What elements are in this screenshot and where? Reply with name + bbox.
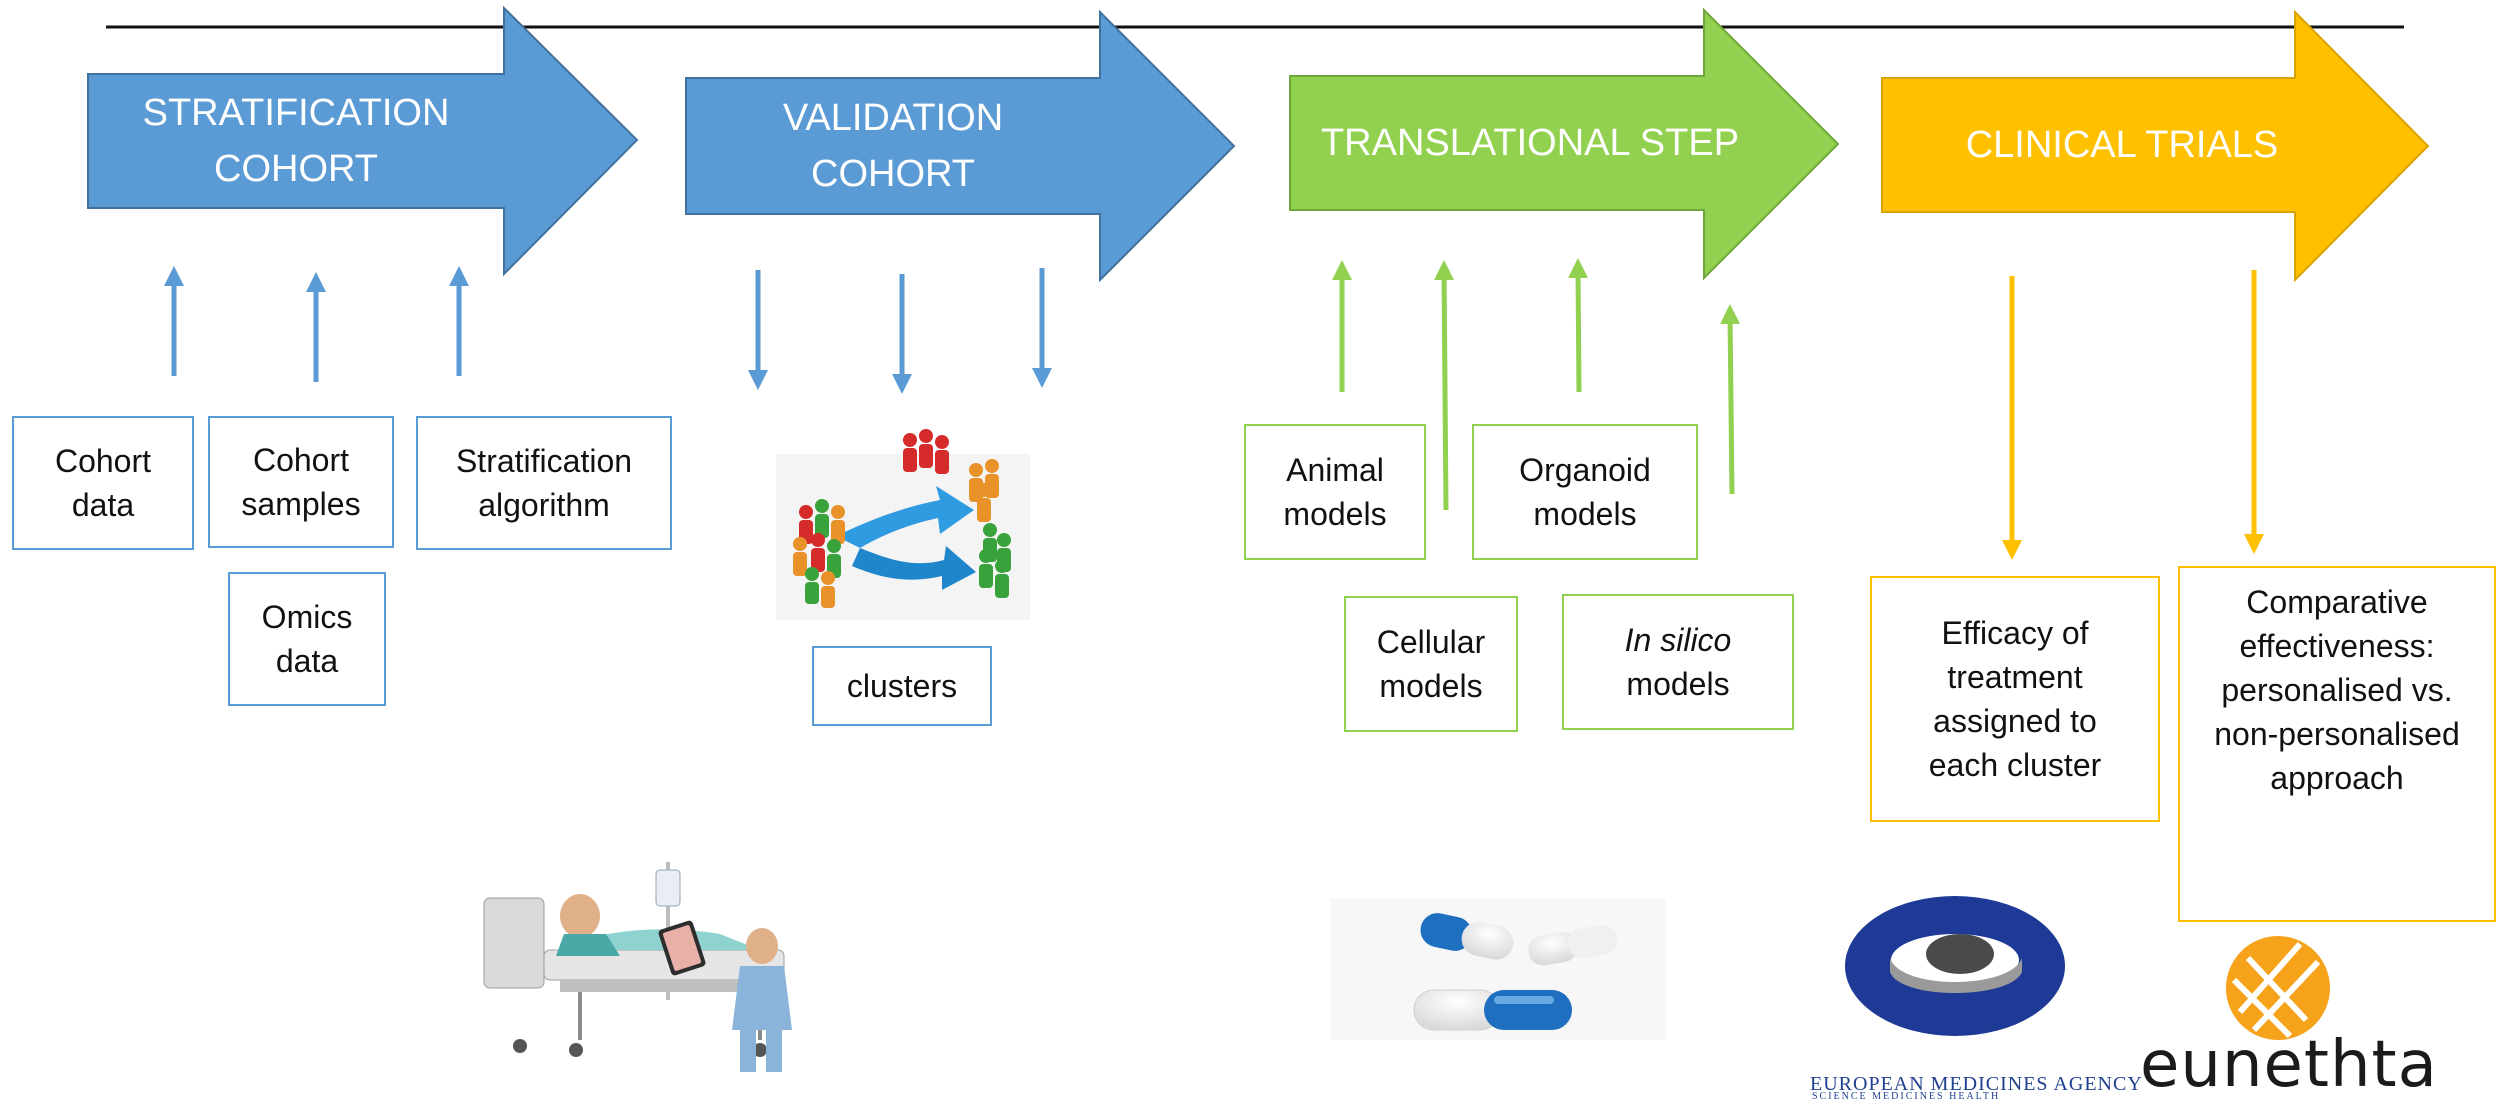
eunethta-logo-text: eunethta bbox=[2140, 1028, 2438, 1102]
stage-label-line: COHORT bbox=[214, 148, 378, 190]
stratification-algorithm-box: Stratification algorithm bbox=[416, 416, 672, 550]
box-text-line: personalised vs. bbox=[2221, 672, 2453, 708]
box-text-line: Cohort bbox=[54, 443, 152, 479]
box-text-line: Comparative bbox=[2246, 584, 2428, 620]
box-text-line: data bbox=[275, 643, 339, 679]
box-text-line: treatment bbox=[1947, 659, 2083, 695]
stage-label-validation: VALIDATION COHORT bbox=[686, 78, 1100, 214]
box-text-line: models bbox=[1283, 496, 1387, 532]
stratification-cohort-arrow bbox=[87, 5, 639, 277]
box-text-line: In silico bbox=[1624, 622, 1732, 658]
organoid-models-box: Organoid models bbox=[1472, 424, 1698, 560]
animal-models-box: Animal models bbox=[1244, 424, 1426, 560]
box-text-line: models bbox=[1379, 668, 1483, 704]
box-text-line: effectiveness: bbox=[2239, 628, 2435, 664]
clinical-trials-arrow bbox=[1881, 9, 2430, 283]
box-text-line: non-personalised bbox=[2214, 716, 2460, 752]
capsules-icon bbox=[1330, 898, 1666, 1040]
box-text-line: Efficacy of bbox=[1941, 615, 2089, 651]
box-text-line: data bbox=[71, 487, 135, 523]
omics-data-box: Omics data bbox=[228, 572, 386, 706]
ema-logo-icon bbox=[1845, 896, 2065, 1036]
validation-cohort-arrow bbox=[685, 9, 1236, 283]
ema-logo-name: EUROPEAN MEDICINES AGENCY bbox=[1810, 1073, 2143, 1095]
box-text-line: Omics bbox=[261, 599, 353, 635]
up-arrow-organoid-models bbox=[1568, 258, 1589, 393]
efficacy-box: Efficacy of treatment assigned to each c… bbox=[1870, 576, 2160, 822]
comparative-box: Comparative effectiveness: personalised … bbox=[2178, 566, 2496, 922]
up-arrow-cellular-models bbox=[1434, 260, 1455, 511]
box-text-line: approach bbox=[2270, 760, 2404, 796]
box-text-line: assigned to bbox=[1933, 703, 2097, 739]
eunethta-logo-icon bbox=[2226, 936, 2330, 1040]
box-text-line: Organoid bbox=[1519, 452, 1651, 488]
box-text-line: each cluster bbox=[1928, 747, 2102, 783]
stage-label-line: VALIDATION bbox=[782, 97, 1004, 139]
box-text-line: Cellular bbox=[1376, 624, 1486, 660]
box-text-line: samples bbox=[241, 486, 361, 522]
box-text-line: Cohort bbox=[252, 442, 350, 478]
stage-label-translational: TRANSLATIONAL STEP bbox=[1290, 76, 1770, 210]
box-text-line: models bbox=[1533, 496, 1637, 532]
cohort-data-box: Cohort data bbox=[12, 416, 194, 550]
stage-label-stratification: STRATIFICATION COHORT bbox=[88, 74, 504, 208]
up-arrow-in-silico-models bbox=[1720, 304, 1741, 495]
cohort-samples-box: Cohort samples bbox=[208, 416, 394, 548]
cellular-models-box: Cellular models bbox=[1344, 596, 1518, 732]
stage-label-line: COHORT bbox=[811, 153, 975, 195]
box-text-line: clusters bbox=[846, 668, 958, 704]
in-silico-models-box: In silico models bbox=[1562, 594, 1794, 730]
clusters-people-icon bbox=[776, 429, 1030, 620]
clusters-box: clusters bbox=[812, 646, 992, 726]
hospital-bed-icon bbox=[483, 862, 792, 1072]
stage-label-clinical: CLINICAL TRIALS bbox=[1882, 78, 2362, 212]
box-text-line: algorithm bbox=[478, 487, 610, 523]
box-text-line: models bbox=[1626, 666, 1730, 702]
translational-step-arrow bbox=[1289, 7, 1840, 281]
box-text-line: Stratification bbox=[455, 443, 633, 479]
box-text-line: Animal bbox=[1286, 452, 1384, 488]
stage-label-line: STRATIFICATION bbox=[142, 92, 450, 134]
ema-logo-tagline: SCIENCE MEDICINES HEALTH bbox=[1812, 1091, 2001, 1102]
stage-label-line: TRANSLATIONAL STEP bbox=[1320, 122, 1740, 164]
stage-label-line: CLINICAL TRIALS bbox=[1965, 124, 2279, 166]
